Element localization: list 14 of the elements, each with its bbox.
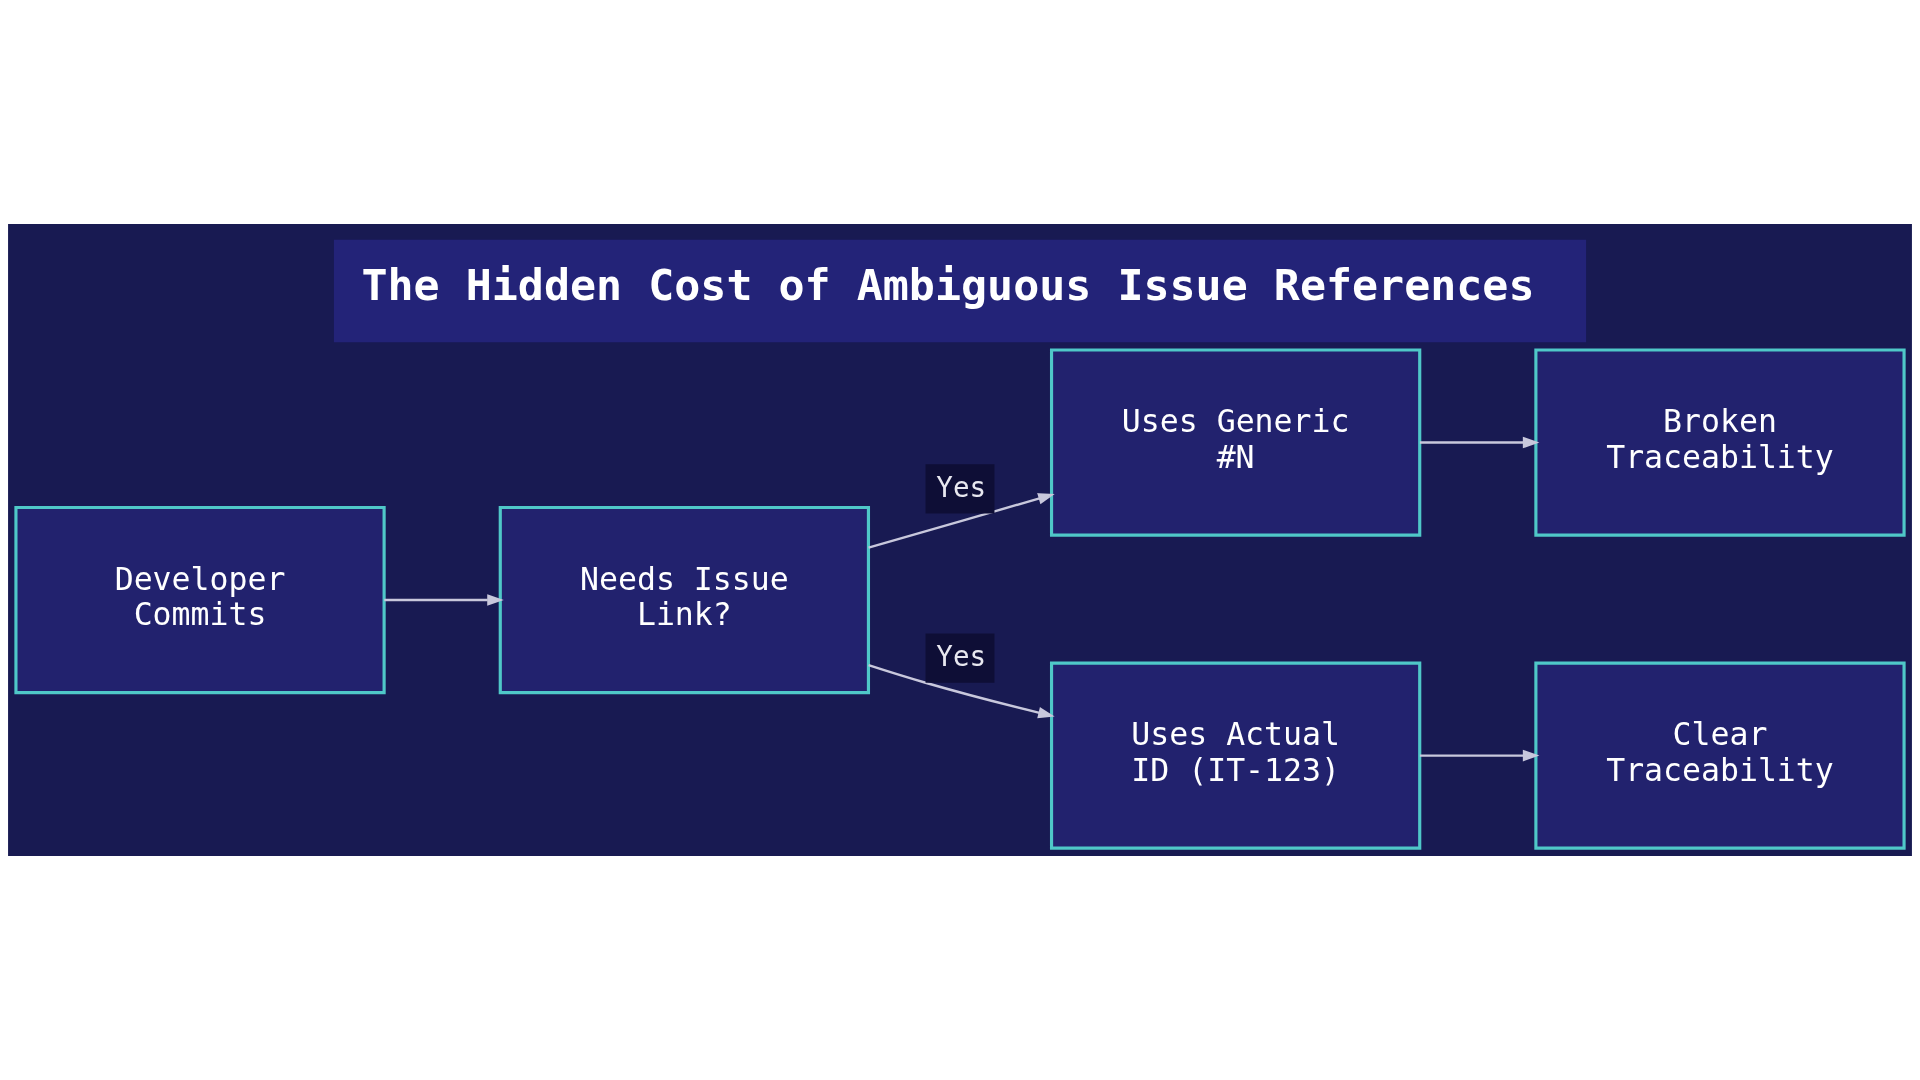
edge-label: Yes — [936, 640, 987, 673]
diagram-title: The Hidden Cost of Ambiguous Issue References — [361, 260, 1535, 310]
node-box: Broken Traceability — [1534, 348, 1906, 537]
arrow — [384, 594, 504, 606]
edge-label: Yes — [936, 471, 987, 504]
arrow — [868, 493, 1055, 549]
node-box: Clear Traceability — [1534, 661, 1906, 850]
arrow — [1419, 749, 1540, 762]
arrow — [1419, 436, 1540, 449]
node-box: Uses Generic #N — [1049, 348, 1422, 537]
arrow — [868, 664, 1055, 719]
node-box: Developer Commits — [14, 505, 386, 695]
node-box: Uses Actual ID (IT-123) — [1049, 661, 1422, 850]
node-box: Needs Issue Link? — [498, 505, 871, 695]
